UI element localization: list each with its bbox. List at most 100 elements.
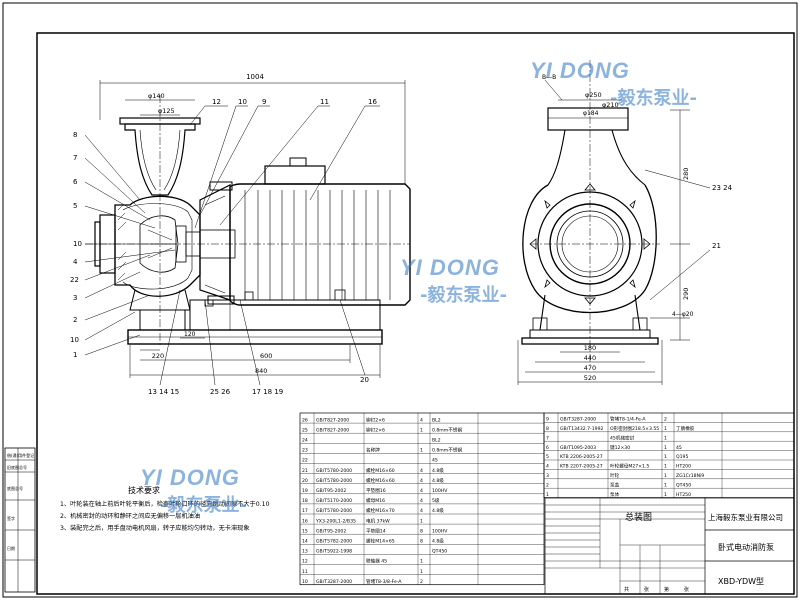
bom-left-cell: 26 bbox=[302, 417, 308, 423]
callout-10-left: 10 bbox=[73, 240, 82, 248]
bom-left-cell: 1 bbox=[420, 569, 423, 575]
side-label-1: 旧底图总号 bbox=[7, 464, 27, 470]
bom-left-cell: GB/T827-2000 bbox=[316, 427, 349, 433]
bom-left-cell: 铆钉2×6 bbox=[366, 426, 385, 433]
bom-left-cell: 4 bbox=[420, 468, 423, 474]
bom-left-cell: 1 bbox=[420, 518, 423, 524]
bom-left-cell: 8 bbox=[420, 528, 423, 534]
bom-right-cell: 1 bbox=[664, 473, 667, 479]
bom-left-cell: 19 bbox=[302, 488, 308, 494]
bom-right-cell: 7 bbox=[546, 435, 549, 441]
callout-12: 12 bbox=[212, 98, 221, 106]
bom-right-cell: 叶轮 bbox=[610, 472, 620, 479]
bom-left-cell: 螺栓M16×60 bbox=[366, 477, 395, 484]
bom-right-cell: HT200 bbox=[676, 464, 691, 470]
bom-right-cell: 1 bbox=[664, 435, 667, 441]
front-view bbox=[85, 80, 411, 378]
bom-right-cell: 1 bbox=[664, 464, 667, 470]
callout-23-24: 23 24 bbox=[712, 184, 733, 192]
dim-120: 120 bbox=[184, 331, 196, 338]
callout-20: 20 bbox=[360, 376, 369, 384]
bom-right-cell: 泵盖 bbox=[610, 481, 620, 488]
bom-left-cell: 18 bbox=[302, 498, 308, 504]
bom-left-cell: 15 bbox=[302, 528, 308, 534]
dim-280: 280 bbox=[682, 168, 690, 180]
dim-d184: φ184 bbox=[583, 110, 599, 117]
model-name: XBD-YDW型 bbox=[718, 577, 764, 586]
bom-right-cell: 丁腈橡胶 bbox=[676, 425, 695, 432]
inner-border bbox=[36, 32, 795, 595]
dim-440: 440 bbox=[584, 354, 596, 362]
bom-left-cell: 8 bbox=[420, 539, 423, 545]
bom-left-cell: 螺栓M16×60 bbox=[366, 467, 395, 474]
bom-left-cell: QT450 bbox=[432, 549, 447, 555]
bom-left-cell: 管堵T8-3/8-Fe-A bbox=[366, 578, 402, 585]
bom-left-cell: GB/T5780-2000 bbox=[316, 478, 352, 484]
dim-600: 600 bbox=[260, 352, 272, 360]
dim-d140: φ140 bbox=[148, 92, 165, 100]
bom-left-frame bbox=[299, 412, 545, 586]
bom-left-cell: 4.8级 bbox=[432, 507, 444, 514]
bom-left-cell: BL2 bbox=[432, 438, 441, 444]
sheet-unit-label-2: 张 bbox=[684, 586, 689, 593]
bom-left-cell: 4 bbox=[420, 417, 423, 423]
bom-right-cell: 1 bbox=[546, 492, 549, 498]
title-block bbox=[544, 497, 795, 595]
bom-left-cell: 20 bbox=[302, 478, 308, 484]
bom-right-cell: KTB 2207-2005-27 bbox=[560, 464, 603, 470]
bom-right-cell: QT450 bbox=[676, 482, 691, 488]
side-registration-strip: 借(通)用件登记 旧底图总号 底图总号 签字 日期 bbox=[4, 447, 36, 593]
bom-left-cell: 4.8级 bbox=[432, 477, 444, 484]
bom-left-cell: 平垫圈16 bbox=[366, 487, 386, 494]
bom-left-cell: 2 bbox=[420, 579, 423, 585]
callout-5: 5 bbox=[73, 202, 77, 210]
callout-1: 1 bbox=[73, 351, 77, 359]
bom-left-cell: 10 bbox=[302, 579, 308, 585]
bom-left-cell: 平垫圈14 bbox=[366, 527, 386, 534]
dim-d125: φ125 bbox=[158, 107, 175, 115]
bom-right-cell: 45机械密封 bbox=[610, 434, 635, 441]
callout-13-14-15: 13 14 15 bbox=[148, 388, 179, 396]
bom-left-cell: 16 bbox=[302, 518, 308, 524]
bom-left-cell: 0.8mm不锈钢 bbox=[432, 426, 462, 433]
bom-left-cell: 5级 bbox=[432, 497, 440, 504]
bom-right-cell: 6 bbox=[546, 445, 549, 451]
bom-right-cell: 1 bbox=[664, 426, 667, 432]
bom-left-cell: GB/T95-2002 bbox=[316, 488, 346, 494]
side-label-0: 借(通)用件登记 bbox=[7, 452, 34, 458]
bom-left-cell: 100HV bbox=[432, 488, 448, 494]
bom-left-cell: 1 bbox=[420, 448, 423, 454]
side-label-3: 签字 bbox=[7, 515, 15, 521]
bom-right-cell: 9 bbox=[546, 417, 549, 423]
bom-left-cell: 名称牌 bbox=[366, 447, 380, 454]
callout-7: 7 bbox=[73, 154, 77, 162]
bom-right-cell: 2 bbox=[546, 482, 549, 488]
bom-left-cell: 4 bbox=[420, 488, 423, 494]
note-2: 2、机械密封的动环和静环之间应无偏移一层机油油 bbox=[60, 512, 200, 520]
bom-left-cell: BL2 bbox=[432, 417, 441, 423]
bom-left-cell: 1 bbox=[420, 559, 423, 565]
bom-left-cell: 13 bbox=[302, 549, 308, 555]
bom-left-cell: 12 bbox=[302, 559, 308, 565]
bom-left-cell: 螺栓M14×65 bbox=[366, 538, 395, 545]
bom-left-cell: GB/T5780-2000 bbox=[316, 508, 352, 514]
callout-4: 4 bbox=[73, 258, 78, 266]
bom-left-cell: 铆钉2×6 bbox=[366, 416, 385, 423]
bom-left-cell: 100HV bbox=[432, 528, 448, 534]
bom-left-cell: 24 bbox=[302, 438, 308, 444]
bom-left-cell: 4.8级 bbox=[432, 538, 444, 545]
bom-right-cell: GB/T13432.7-1992 bbox=[560, 426, 603, 432]
callout-9: 9 bbox=[262, 98, 266, 106]
bom-right-cell: 管堵T8-1/4-Fe-A bbox=[610, 416, 646, 423]
dim-520: 520 bbox=[584, 374, 596, 382]
bom-left-cell: 17 bbox=[302, 508, 308, 514]
sheet-unit-label-1: 张 bbox=[644, 586, 649, 593]
callout-22: 22 bbox=[70, 276, 79, 284]
note-3: 3、装配完之后，用手盘动电机风扇，转子应能均匀转动，无卡滞现象 bbox=[60, 524, 250, 532]
dim-d210: φ210 bbox=[602, 101, 619, 109]
callout-25-26: 25 26 bbox=[210, 388, 231, 396]
side-label-4: 日期 bbox=[7, 545, 15, 551]
